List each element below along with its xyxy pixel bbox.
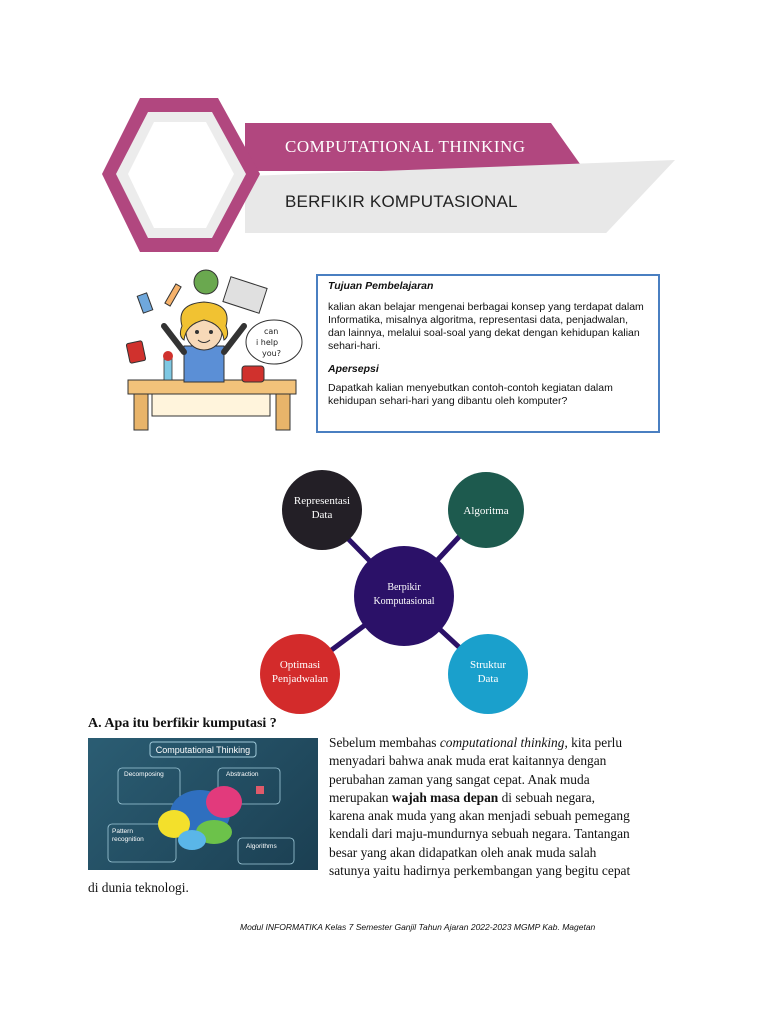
paragraph-italic: computational thinking <box>439 735 565 750</box>
paragraph-line: perubahan zaman yang sangat cepat. Anak … <box>329 771 590 787</box>
hexagon-logo <box>102 98 260 252</box>
paragraph-bold: wajah masa depan <box>391 789 499 805</box>
tujuan-text: kalian akan belajar mengenai berbagai ko… <box>328 301 644 352</box>
speech-line-1: can <box>264 327 278 336</box>
paragraph-line: kendali dari maju-mundurnya sebuah negar… <box>329 826 630 842</box>
ct-algorithms: Algorithms <box>246 843 277 850</box>
center-label: Komputasional <box>373 596 434 607</box>
speech-line-3: you? <box>262 349 281 358</box>
ct-decomposing: Decomposing <box>124 771 164 778</box>
paragraph-text: merupakan <box>329 789 392 805</box>
paragraph-line-last: di dunia teknologi. <box>88 880 189 895</box>
tujuan-heading: Tujuan Pembelajaran <box>328 280 434 292</box>
node-label: Optimasi <box>280 659 320 671</box>
header-title-bottom: BERFIKIR KOMPUTASIONAL <box>285 192 518 211</box>
ct-recognition: recognition <box>112 836 144 843</box>
apersepsi-heading: Apersepsi <box>328 363 379 375</box>
center-label: Berpikir <box>387 582 421 593</box>
ct-abstraction: Abstraction <box>226 771 259 778</box>
teacher-illustration: can i help you? <box>125 269 303 431</box>
node-berpikir-komputasional <box>354 546 454 646</box>
paragraph-text: di sebuah negara, <box>498 789 595 805</box>
paragraph-line: besar yang akan didapatkan oleh anak mud… <box>329 844 597 860</box>
node-optimasi-penjadwalan <box>260 634 340 714</box>
node-label: Data <box>478 673 499 685</box>
ct-image-title: Computational Thinking <box>156 745 250 755</box>
computational-thinking-image: Computational Thinking Decomposing Abstr… <box>88 738 318 870</box>
apersepsi-text: Dapatkah kalian menyebutkan contoh-conto… <box>328 382 613 407</box>
node-label: Data <box>312 509 333 521</box>
node-representasi-data <box>282 470 362 550</box>
paragraph-line: satunya yaitu hadirnya perkembangan yang… <box>329 863 631 879</box>
learning-objectives-box: Tujuan Pembelajaran kalian akan belajar … <box>316 274 660 433</box>
node-label: Algoritma <box>463 505 508 517</box>
ct-pattern: Pattern <box>112 828 133 835</box>
node-algoritma <box>448 472 524 548</box>
paragraph-line: menyadari bahwa anak muda erat kaitannya… <box>329 753 607 769</box>
speech-line-2: i help <box>256 338 278 347</box>
section-heading: A. Apa itu berfikir kumputasi ? <box>88 716 277 731</box>
intro-paragraph: Sebelum membahas computational thinking,… <box>329 734 681 880</box>
node-label: Penjadwalan <box>272 673 329 685</box>
computational-thinking-diagram: Representasi Data Algoritma Berpikir Kom… <box>260 470 528 714</box>
paragraph-text: Sebelum membahas <box>329 735 440 750</box>
node-struktur-data <box>448 634 528 714</box>
paragraph-text: , kita perlu <box>564 735 623 750</box>
node-label: Struktur <box>470 659 506 671</box>
header-title-top: COMPUTATIONAL THINKING <box>285 137 526 156</box>
node-label: Representasi <box>294 495 350 507</box>
paragraph-line: karena anak muda yang akan menjadi sebua… <box>329 808 630 824</box>
header-banner-top <box>245 123 585 171</box>
page-footer: Modul INFORMATIKA Kelas 7 Semester Ganji… <box>240 922 596 932</box>
